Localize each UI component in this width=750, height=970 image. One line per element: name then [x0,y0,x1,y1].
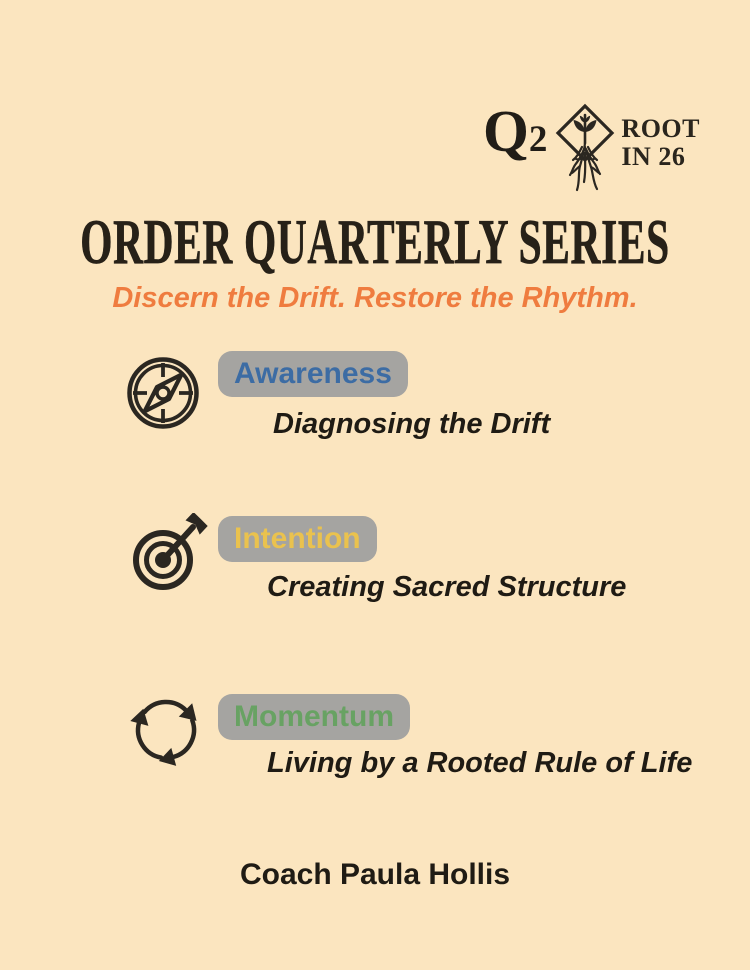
root-tree-diamond-icon [556,103,615,192]
footer-author: Coach Paula Hollis [239,858,511,891]
section-intention: Intention Creating Sacred Structure [130,513,690,604]
cycle-arrows-icon [130,699,197,766]
brand-name: ROOT IN 26 [621,115,700,171]
badge-awareness: Awareness [218,351,408,397]
compass-icon [127,357,199,429]
badge-intention: Intention [218,516,377,562]
section-momentum: Momentum Living by a Rooted Rule of Life [130,694,693,780]
section-awareness: Awareness Diagnosing the Drift [127,351,690,441]
description-awareness: Diagnosing the Drift [273,408,551,440]
quarter-label: Q2 [483,98,548,164]
description-intention: Creating Sacred Structure [267,571,627,603]
brand-header: Q2 [483,98,700,199]
page-title: ORDER QUARTERLY SERIES [80,206,670,277]
target-arrow-icon [133,513,208,590]
badge-momentum: Momentum [218,694,410,740]
page-subtitle: Discern the Drift. Restore the Rhythm. [112,282,638,314]
brand-name-line2: IN 26 [621,142,686,171]
brand-name-line1: ROOT [621,114,700,143]
description-momentum: Living by a Rooted Rule of Life [267,747,693,779]
